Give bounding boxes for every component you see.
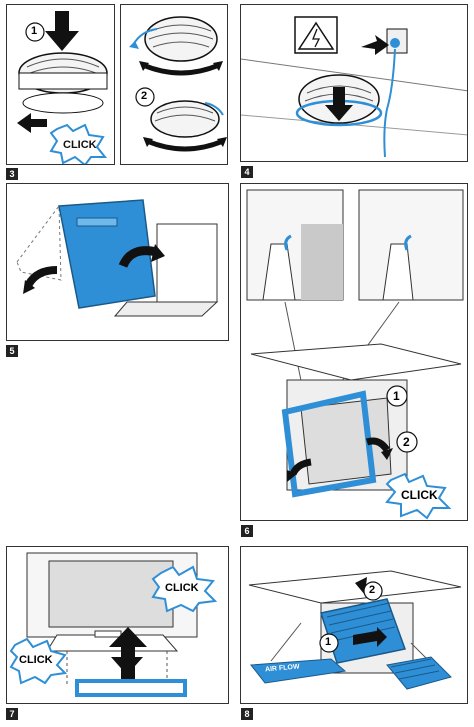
panel-step-3b: 2 [120, 4, 228, 165]
click-label: CLICK [63, 139, 97, 151]
step-number: 4 [241, 166, 253, 178]
filter-insert-illustration [9, 552, 218, 697]
click-label: CLICK [401, 488, 438, 502]
click-label: CLICK [165, 582, 199, 594]
step-number: 5 [6, 345, 18, 357]
front-panel-open-illustration [16, 199, 219, 317]
step-number: 3 [6, 168, 18, 180]
step-number: 7 [6, 708, 18, 720]
step-number: 8 [241, 708, 253, 720]
callout-number: 1 [31, 25, 38, 37]
click-label: CLICK [19, 654, 53, 666]
panel-step-5 [6, 183, 229, 341]
odour-filter-remove-illustration [248, 570, 462, 690]
callout-number: 2 [403, 435, 410, 449]
panel-step-8: 2 1 AIR FLOW [240, 546, 468, 704]
metal-filter-remove-illustration [246, 189, 464, 520]
callout-number: 2 [369, 584, 376, 596]
step-number: 6 [241, 525, 253, 537]
callout-number: 1 [393, 389, 400, 403]
grease-filter-insert-illustration [17, 11, 108, 164]
callout-number: 2 [141, 90, 148, 102]
callout-number: 1 [325, 636, 332, 648]
panel-step-4 [240, 4, 468, 162]
panel-step-7: CLICK CLICK [6, 546, 229, 704]
panel-step-6: 1 2 CLICK [240, 183, 468, 521]
power-disconnect-illustration [241, 16, 467, 158]
grease-filter-rotate-illustration [129, 16, 227, 152]
panel-step-3a: 1 CLICK [6, 4, 115, 165]
